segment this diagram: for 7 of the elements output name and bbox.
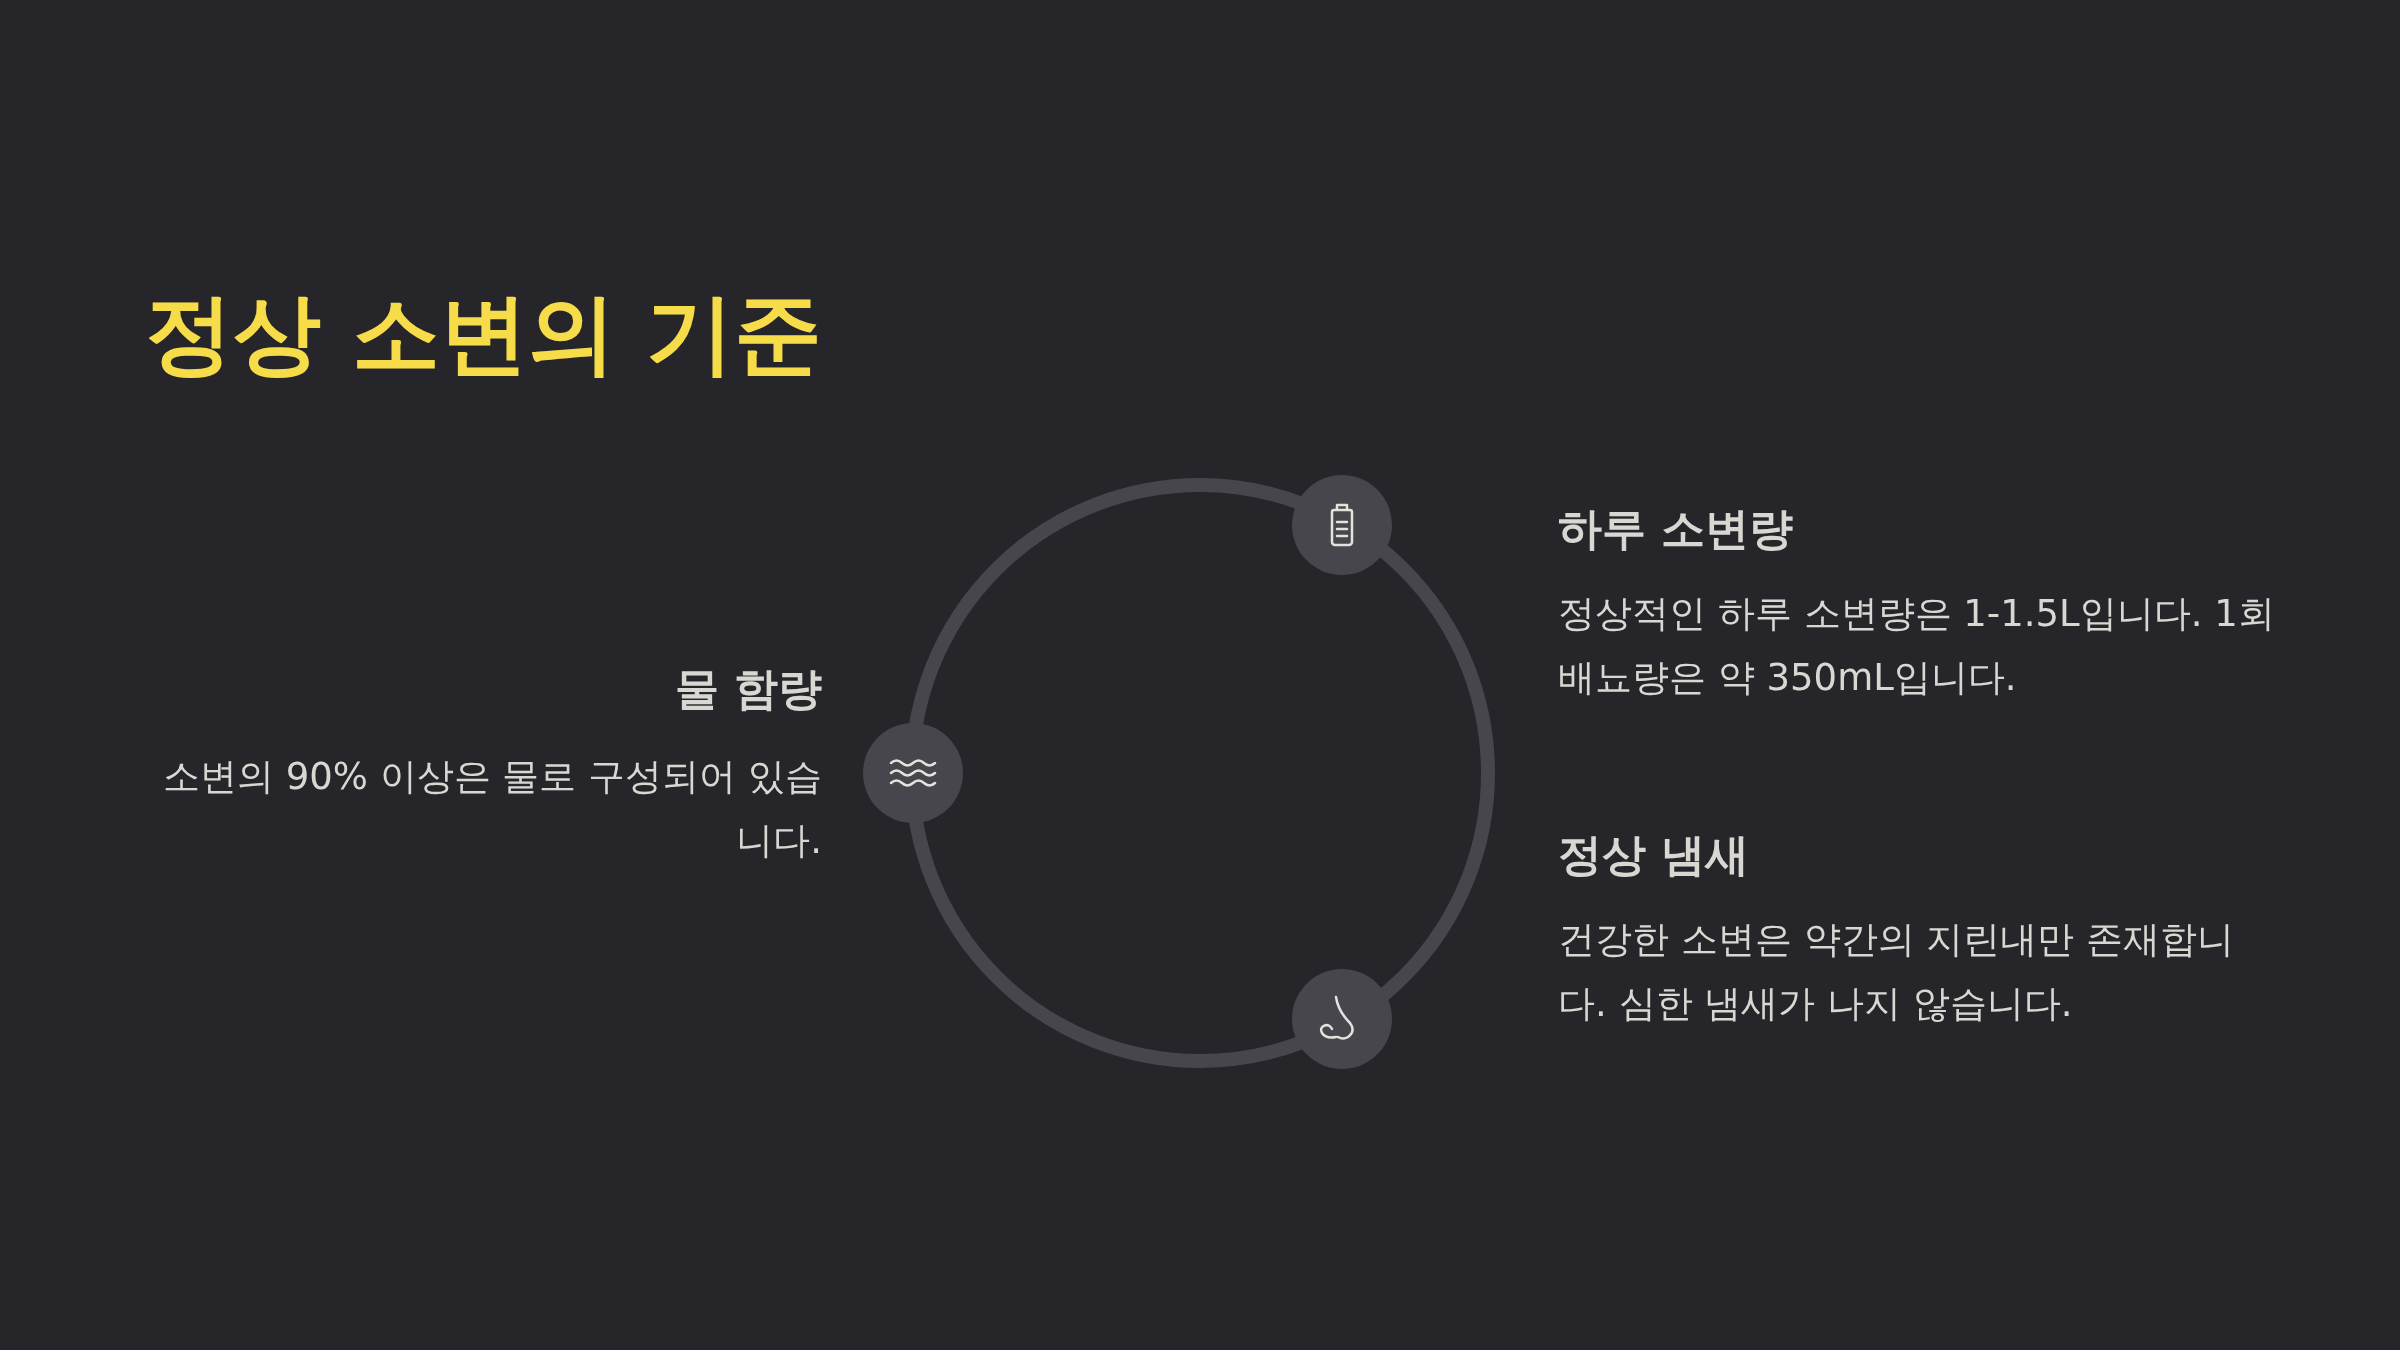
- description: 소변의 90% 이상은 물로 구성되어 있습니다.: [162, 754, 822, 864]
- heading: 정상 냄새: [1558, 828, 1750, 882]
- heading: 물 함량: [674, 662, 822, 716]
- description: 정상적인 하루 소변량은 1-1.5L입니다. 1회 배뇨량은 약 350mL입니다.: [1558, 591, 2276, 701]
- description: 건강한 소변은 약간의 지린내만 존재합니다. 심한 냄새가 나지 않습니다.: [1558, 917, 2236, 1027]
- heading: 하루 소변량: [1558, 502, 1794, 556]
- title: 정상 소변의 기준: [145, 281, 823, 387]
